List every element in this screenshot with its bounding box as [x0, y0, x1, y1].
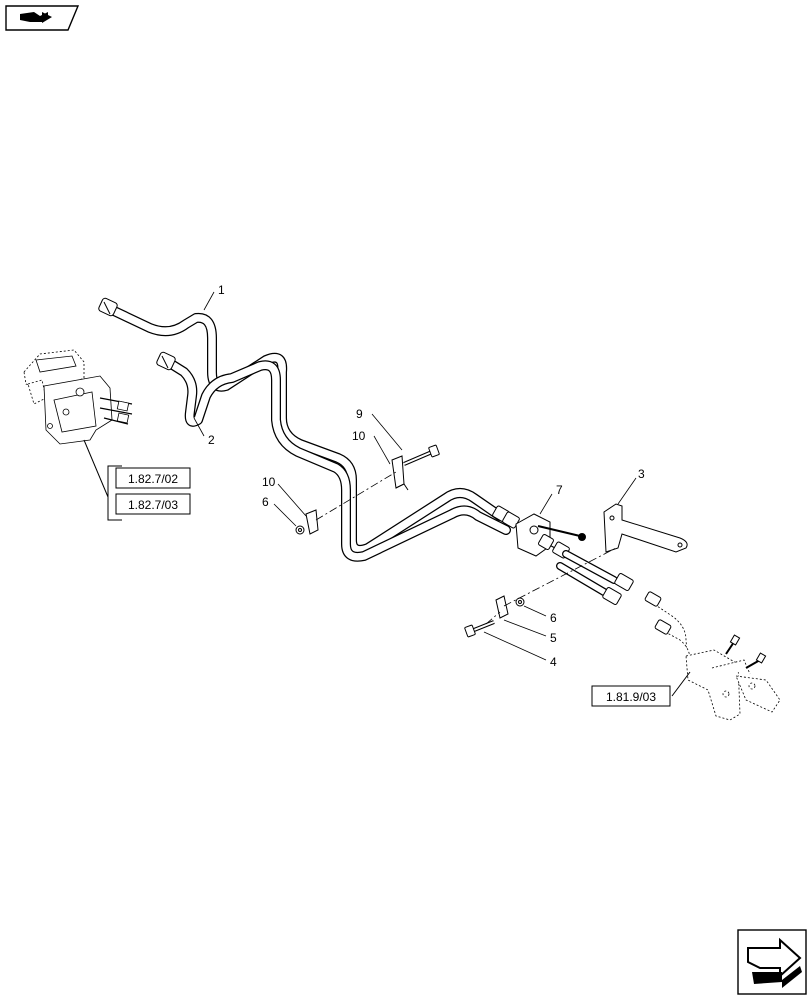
book-arrow-icon[interactable] [5, 5, 80, 31]
callout-5: 5 [550, 631, 557, 645]
hose-end-fittings [602, 573, 634, 605]
mounting-bracket [603, 503, 688, 553]
bolt-upper [403, 444, 440, 466]
reference-box-1-82-7-02[interactable]: 1.82.7/02 [115, 467, 191, 489]
hydraulic-pipe-1-inner [108, 306, 504, 554]
clamp-lower-right [495, 595, 509, 619]
callout-leaders [193, 291, 637, 661]
nut-right [515, 597, 525, 607]
callout-2: 2 [208, 433, 215, 447]
reference-leader-rear [671, 671, 691, 697]
control-valve-block [23, 349, 133, 445]
callout-3: 3 [638, 467, 645, 481]
diverter-valve [515, 513, 586, 559]
callout-10-upper: 10 [352, 429, 366, 443]
pipe-1-end-nut [98, 297, 118, 317]
bolt-lower [464, 620, 495, 638]
next-page-arrow-icon[interactable] [737, 929, 807, 995]
callout-6-left: 6 [262, 495, 269, 509]
callout-9: 9 [356, 407, 363, 421]
hydraulic-pipe-2-inner [164, 358, 510, 561]
assembly-center-lines [315, 471, 617, 625]
callout-1: 1 [218, 283, 225, 297]
callout-10-lower: 10 [262, 475, 276, 489]
callout-7: 7 [556, 483, 563, 497]
nut-left [295, 525, 305, 535]
svg-text:1.82.7/03: 1.82.7/03 [128, 498, 178, 512]
valve-reference-bracket [83, 439, 122, 521]
clamp-lower-left [305, 509, 319, 535]
callout-6-right: 6 [550, 611, 557, 625]
rear-coupler-fittings [644, 591, 767, 669]
svg-text:1.81.9/03: 1.81.9/03 [606, 690, 656, 704]
svg-text:1.82.7/02: 1.82.7/02 [128, 472, 178, 486]
reference-box-1-82-7-03[interactable]: 1.82.7/03 [115, 493, 191, 515]
hoses-to-rear-inner [557, 551, 617, 595]
pipe-2-end-nut [156, 351, 176, 371]
reference-box-1-81-9-03[interactable]: 1.81.9/03 [591, 685, 671, 707]
pipe-fitting-nuts [492, 505, 520, 529]
callout-4: 4 [550, 655, 557, 669]
clamp-upper [391, 455, 409, 491]
